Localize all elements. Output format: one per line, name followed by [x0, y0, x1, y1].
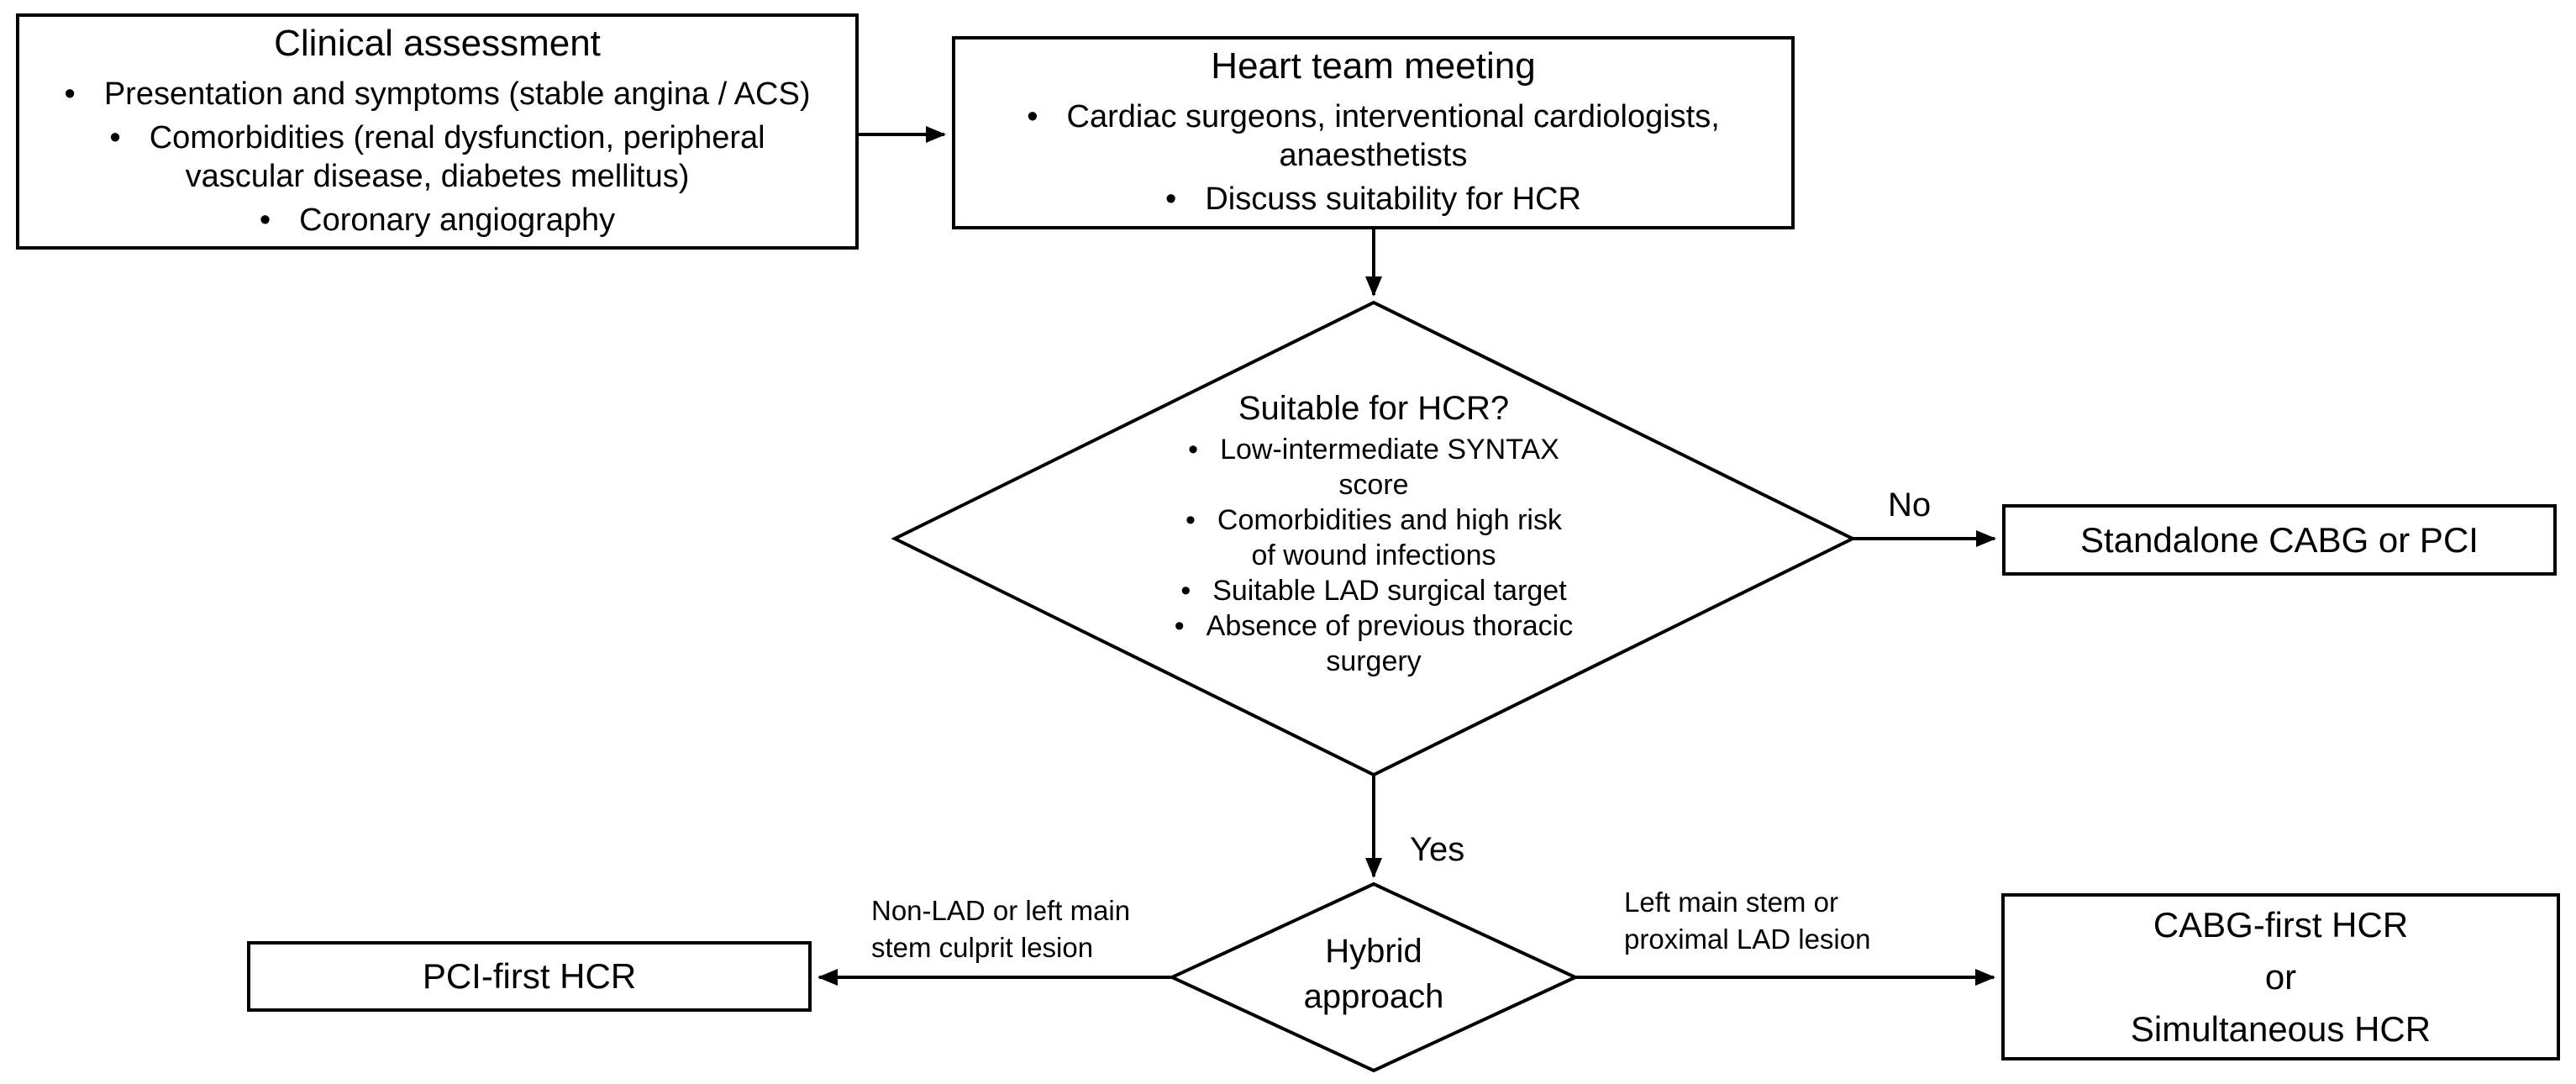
bullet-text-wrap: score [1338, 469, 1409, 501]
pci-branch-label: Non-LAD or left main stem culprit lesion [871, 892, 1130, 966]
pci-first-hcr-label: PCI-first HCR [422, 956, 637, 996]
hybrid-decision-line: approach [1303, 978, 1444, 1015]
bullet-text: Low-intermediate SYNTAX [1220, 434, 1559, 466]
bullet-text: Presentation and symptoms (stable angina… [103, 76, 811, 112]
list-item: • Discuss suitability for HCR [1165, 180, 1581, 218]
cabg-branch-label-line: Left main stem or [1624, 887, 1838, 918]
bullet-icon: • [64, 76, 76, 112]
standalone-cabg-pci-box: Standalone CABG or PCI [2002, 504, 2557, 576]
bullet-icon: • [1165, 182, 1177, 217]
bullet-text-wrap: anaesthetists [1279, 138, 1468, 173]
bullet-text: Discuss suitability for HCR [1205, 182, 1581, 217]
clinical-assessment-title: Clinical assessment [274, 22, 601, 64]
cabg-first-hcr-line: or [2264, 956, 2297, 997]
bullet-icon: • [1027, 99, 1038, 134]
bullet-text-wrap: vascular disease, diabetes mellitus) [185, 158, 690, 194]
hybrid-decision-diamond [1168, 881, 1580, 1073]
cabg-first-hcr-line: Simultaneous HCR [2130, 1008, 2431, 1049]
pci-branch-label-line: stem culprit lesion [871, 932, 1094, 963]
cabg-first-hcr-line: CABG-first HCR [2153, 904, 2409, 945]
edge-label-yes: Yes [1410, 831, 1465, 868]
pci-branch-label-line: Non-LAD or left main [871, 895, 1131, 926]
cabg-branch-label: Left main stem or proximal LAD lesion [1624, 884, 1870, 958]
bullet-icon: • [1188, 434, 1199, 466]
bullet-icon: • [1174, 610, 1185, 642]
bullet-text: Comorbidities and high risk [1217, 504, 1562, 536]
list-item: • Coronary angiography [260, 201, 615, 239]
suitable-decision-content: Suitable for HCR? • Low-intermediate SYNT… [1088, 388, 1659, 679]
bullet-icon: • [1185, 504, 1196, 536]
list-item: • Absence of previous thoracic surgery [1088, 608, 1659, 679]
list-item: • Low-intermediate SYNTAX score [1088, 432, 1659, 503]
hybrid-decision-content: Hybrid approach [1206, 929, 1542, 1019]
bullet-text: Cardiac surgeons, interventional cardiol… [1066, 99, 1720, 134]
standalone-cabg-pci-label: Standalone CABG or PCI [2080, 519, 2479, 560]
bullet-text: Absence of previous thoracic [1206, 610, 1574, 642]
bullet-text: Comorbidities (renal dysfunction, periph… [149, 119, 765, 155]
bullet-text-wrap: of wound infections [1251, 539, 1496, 571]
bullet-icon: • [259, 202, 271, 238]
list-item: • Comorbidities and high risk of wound in… [1088, 503, 1659, 573]
list-item: • Cardiac surgeons, interventional cardio… [1027, 97, 1720, 175]
bullet-icon: • [109, 119, 121, 155]
list-item: • Presentation and symptoms (stable angin… [65, 75, 811, 113]
cabg-branch-label-line: proximal LAD lesion [1624, 924, 1871, 955]
heart-team-title: Heart team meeting [1211, 45, 1536, 87]
list-item: • Comorbidities (renal dysfunction, perip… [109, 118, 765, 196]
bullet-text: Coronary angiography [299, 202, 616, 238]
bullet-text-wrap: surgery [1326, 645, 1422, 677]
list-item: • Suitable LAD surgical target [1088, 573, 1659, 608]
hybrid-decision-line: Hybrid [1325, 933, 1422, 970]
clinical-assessment-box: Clinical assessment • Presentation and sy… [16, 13, 859, 250]
cabg-first-hcr-box: CABG-first HCR or Simultaneous HCR [2001, 893, 2560, 1060]
edge-label-no: No [1888, 487, 1932, 524]
bullet-icon: • [1180, 575, 1191, 607]
bullet-text: Suitable LAD surgical target [1212, 575, 1567, 607]
suitable-decision-title: Suitable for HCR? [1238, 390, 1510, 427]
heart-team-box: Heart team meeting • Cardiac surgeons, in… [952, 36, 1795, 229]
pci-first-hcr-box: PCI-first HCR [247, 941, 812, 1012]
